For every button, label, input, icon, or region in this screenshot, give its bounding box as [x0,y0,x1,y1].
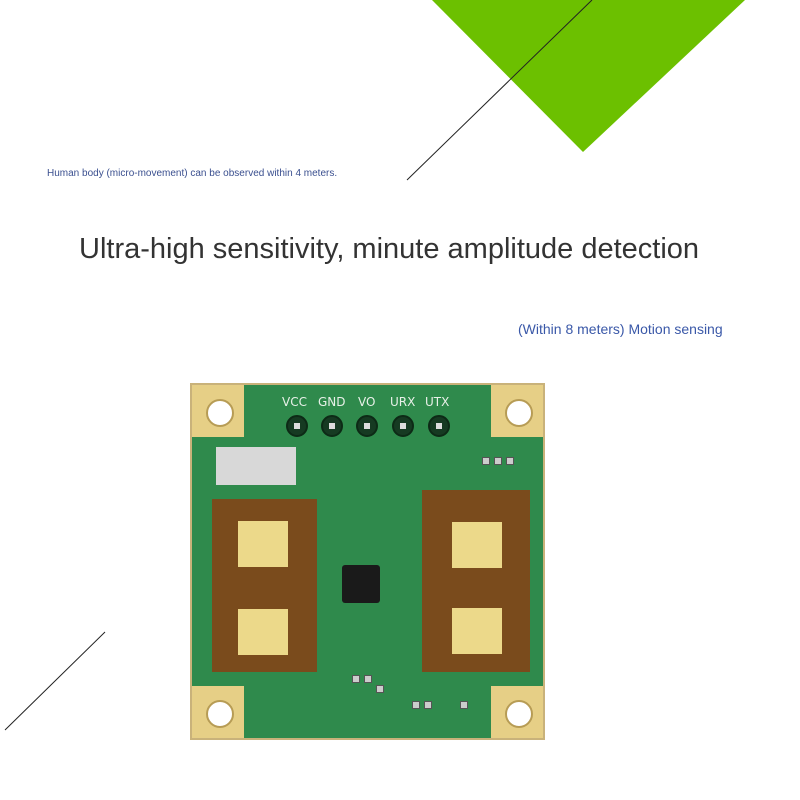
mounting-hole [491,686,543,738]
radar-ic [342,565,380,603]
mounting-hole [192,686,244,738]
decor-line-bottom [4,631,106,731]
pin-vcc [286,415,308,437]
mounting-hole [491,385,543,437]
decor-line-top [406,0,593,181]
pin-label-urx: URX [390,395,416,409]
pin-vo [356,415,378,437]
sticker-label [216,447,296,485]
pin-label-vcc: VCC [282,395,307,409]
pin-gnd [321,415,343,437]
mounting-hole [192,385,244,437]
pin-utx [428,415,450,437]
radar-module-pcb: VCC GND VO URX UTX [190,383,545,740]
caption-motion-sensing: (Within 8 meters) Motion sensing [518,321,723,337]
pin-label-vo: VO [358,395,376,409]
pin-label-utx: UTX [425,395,450,409]
antenna-left [212,499,317,672]
green-triangle [432,0,745,152]
pin-label-gnd: GND [318,395,346,409]
headline: Ultra-high sensitivity, minute amplitude… [79,233,700,265]
caption-micro-movement: Human body (micro-movement) can be obser… [47,168,338,179]
antenna-right [422,490,530,672]
pin-urx [392,415,414,437]
